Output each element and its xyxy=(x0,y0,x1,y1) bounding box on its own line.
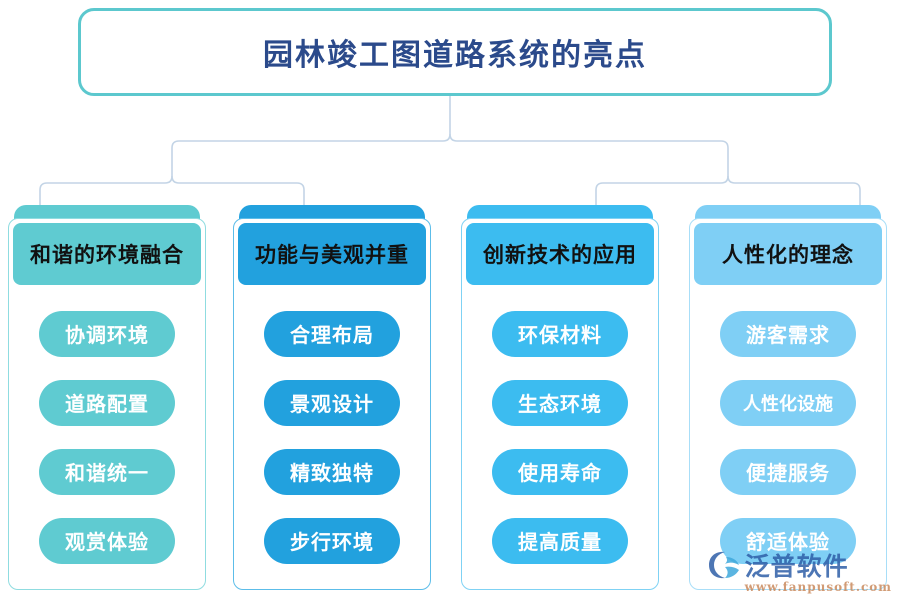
card-item-label-1-2: 精致独特 xyxy=(290,461,374,485)
card-item-label-3-3: 舒适体验 xyxy=(746,530,830,554)
card-item-3-3[interactable]: 舒适体验 xyxy=(720,517,856,564)
card-item-label-1-3: 步行环境 xyxy=(290,530,374,554)
card-item-list-2: 环保材料 生态环境 使用寿命 提高质量 xyxy=(462,293,658,581)
card-item-3-2[interactable]: 便捷服务 xyxy=(720,448,856,495)
card-item-0-2[interactable]: 和谐统一 xyxy=(39,448,175,495)
category-card-3[interactable]: 人性化的理念 游客需求 人性化设施 便捷服务 舒适体验 xyxy=(689,205,887,590)
card-item-2-1[interactable]: 生态环境 xyxy=(492,379,628,426)
card-item-label-0-2: 和谐统一 xyxy=(65,461,149,485)
card-item-0-3[interactable]: 观赏体验 xyxy=(39,517,175,564)
category-card-1[interactable]: 功能与美观并重 合理布局 景观设计 精致独特 步行环境 xyxy=(233,205,431,590)
card-item-1-1[interactable]: 景观设计 xyxy=(264,379,400,426)
card-item-label-2-1: 生态环境 xyxy=(518,392,602,416)
card-header-3: 人性化的理念 xyxy=(694,223,882,285)
card-header-label-3: 人性化的理念 xyxy=(722,243,854,267)
category-card-2[interactable]: 创新技术的应用 环保材料 生态环境 使用寿命 提高质量 xyxy=(461,205,659,590)
card-body-2: 创新技术的应用 环保材料 生态环境 使用寿命 提高质量 xyxy=(461,218,659,590)
card-item-label-1-0: 合理布局 xyxy=(290,323,374,347)
card-item-0-0[interactable]: 协调环境 xyxy=(39,310,175,357)
connector-lines xyxy=(39,96,861,206)
card-item-0-1[interactable]: 道路配置 xyxy=(39,379,175,426)
card-item-label-2-2: 使用寿命 xyxy=(518,461,602,485)
card-item-list-3: 游客需求 人性化设施 便捷服务 舒适体验 xyxy=(690,293,886,581)
category-card-0[interactable]: 和谐的环境融合 协调环境 道路配置 和谐统一 观赏体验 xyxy=(8,205,206,590)
card-item-3-0[interactable]: 游客需求 xyxy=(720,310,856,357)
card-header-label-2: 创新技术的应用 xyxy=(483,243,637,267)
card-item-1-3[interactable]: 步行环境 xyxy=(264,517,400,564)
card-item-label-3-1: 人性化设施 xyxy=(743,393,833,415)
card-item-label-2-3: 提高质量 xyxy=(518,530,602,554)
card-item-1-2[interactable]: 精致独特 xyxy=(264,448,400,495)
diagram-title-box: 园林竣工图道路系统的亮点 xyxy=(78,8,832,96)
card-header-label-1: 功能与美观并重 xyxy=(255,243,409,267)
card-item-label-0-0: 协调环境 xyxy=(65,323,149,347)
card-header-0: 和谐的环境融合 xyxy=(13,223,201,285)
card-header-label-0: 和谐的环境融合 xyxy=(30,243,184,267)
card-body-1: 功能与美观并重 合理布局 景观设计 精致独特 步行环境 xyxy=(233,218,431,590)
card-item-3-1[interactable]: 人性化设施 xyxy=(720,379,856,426)
page-title: 园林竣工图道路系统的亮点 xyxy=(263,38,647,73)
card-item-label-1-1: 景观设计 xyxy=(290,392,374,416)
card-item-label-3-2: 便捷服务 xyxy=(746,461,830,485)
card-header-1: 功能与美观并重 xyxy=(238,223,426,285)
card-item-label-0-1: 道路配置 xyxy=(65,392,149,416)
card-item-label-2-0: 环保材料 xyxy=(518,323,602,347)
card-item-2-3[interactable]: 提高质量 xyxy=(492,517,628,564)
card-item-2-0[interactable]: 环保材料 xyxy=(492,310,628,357)
card-item-list-0: 协调环境 道路配置 和谐统一 观赏体验 xyxy=(9,293,205,581)
card-item-2-2[interactable]: 使用寿命 xyxy=(492,448,628,495)
card-body-3: 人性化的理念 游客需求 人性化设施 便捷服务 舒适体验 xyxy=(689,218,887,590)
card-item-1-0[interactable]: 合理布局 xyxy=(264,310,400,357)
card-item-label-3-0: 游客需求 xyxy=(746,323,830,347)
card-item-list-1: 合理布局 景观设计 精致独特 步行环境 xyxy=(234,293,430,581)
card-header-2: 创新技术的应用 xyxy=(466,223,654,285)
card-body-0: 和谐的环境融合 协调环境 道路配置 和谐统一 观赏体验 xyxy=(8,218,206,590)
card-item-label-0-3: 观赏体验 xyxy=(65,530,149,554)
